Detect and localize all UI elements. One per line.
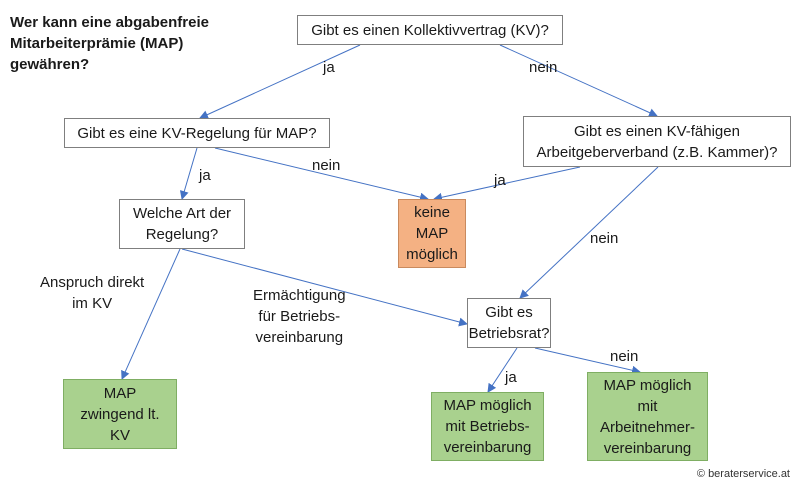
copyright-notice: © beraterservice.at bbox=[696, 468, 790, 480]
arrow-regelung-to-art bbox=[179, 147, 198, 200]
node-keine-map: keine MAP möglich bbox=[398, 199, 466, 268]
edge-label-ja-regelung: ja bbox=[199, 167, 211, 184]
node-art-der-regelung: Welche Art der Regelung? bbox=[119, 199, 245, 249]
edge-label-nein-regelung: nein bbox=[312, 157, 341, 174]
arrow-betriebsrat-to-arbeitnehmer bbox=[534, 347, 641, 375]
node-kollektivvertrag: Gibt es einen Kollektivvertrag (KV)? bbox=[297, 15, 563, 45]
node-map-arbeitnehmervereinbarung: MAP möglich mit Arbeitnehmer- vereinbaru… bbox=[587, 372, 708, 461]
node-betriebsrat: Gibt es Betriebsrat? bbox=[467, 298, 551, 348]
node-kv-regelung: Gibt es eine KV-Regelung für MAP? bbox=[64, 118, 330, 148]
arrow-art-to-zwingend bbox=[121, 248, 181, 380]
edge-label-ja-betriebsrat: ja bbox=[505, 369, 517, 386]
node-map-betriebsvereinbarung: MAP möglich mit Betriebs- vereinbarung bbox=[431, 392, 544, 461]
arrow-verband-to-betriebsrat bbox=[519, 166, 659, 299]
edge-label-ermaechtigung: Ermächtigung für Betriebs- vereinbarung bbox=[253, 287, 346, 346]
node-arbeitgeberverband: Gibt es einen KV-fähigen Arbeitgeberverb… bbox=[523, 116, 791, 167]
node-map-zwingend: MAP zwingend lt. KV bbox=[63, 379, 177, 449]
edge-label-ja-verband: ja bbox=[494, 172, 506, 189]
arrow-betriebsrat-to-betriebsvereinbarung bbox=[487, 347, 518, 393]
arrow-regelung-to-keine-map bbox=[214, 147, 429, 202]
arrow-verband-to-keine-map bbox=[433, 166, 581, 202]
diagram-title: Wer kann eine abgabenfreie Mitarbeiterpr… bbox=[10, 14, 209, 73]
edge-label-nein-kv: nein bbox=[529, 59, 558, 76]
arrow-kv-to-verband bbox=[499, 44, 658, 117]
arrow-art-to-betriebsrat bbox=[181, 248, 468, 327]
edge-label-anspruch-direkt: Anspruch direkt im KV bbox=[40, 274, 145, 312]
arrow-kv-to-regelung bbox=[199, 44, 361, 119]
edge-label-nein-betriebsrat: nein bbox=[610, 348, 639, 365]
edge-label-ja-kv: ja bbox=[323, 59, 335, 76]
edge-label-nein-verband: nein bbox=[590, 230, 619, 247]
